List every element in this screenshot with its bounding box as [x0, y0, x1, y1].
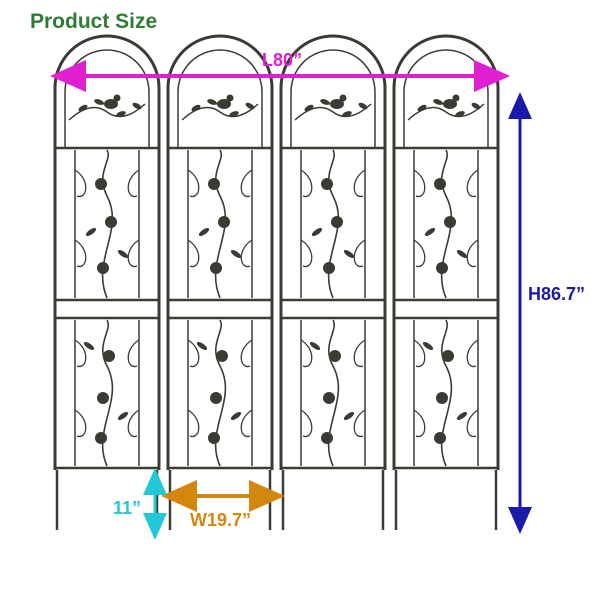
trellis-panel-3: [279, 34, 387, 532]
trellis-panel-4: [392, 34, 500, 532]
trellis-panel-2: [166, 34, 274, 532]
trellis-panel-1: [53, 34, 161, 532]
leg-height-label: 11”: [113, 498, 142, 518]
length-label: L80”: [262, 50, 303, 70]
height-label: H86.7”: [528, 284, 586, 304]
width-label: W19.7”: [190, 510, 252, 530]
page-title: Product Size: [30, 10, 158, 33]
